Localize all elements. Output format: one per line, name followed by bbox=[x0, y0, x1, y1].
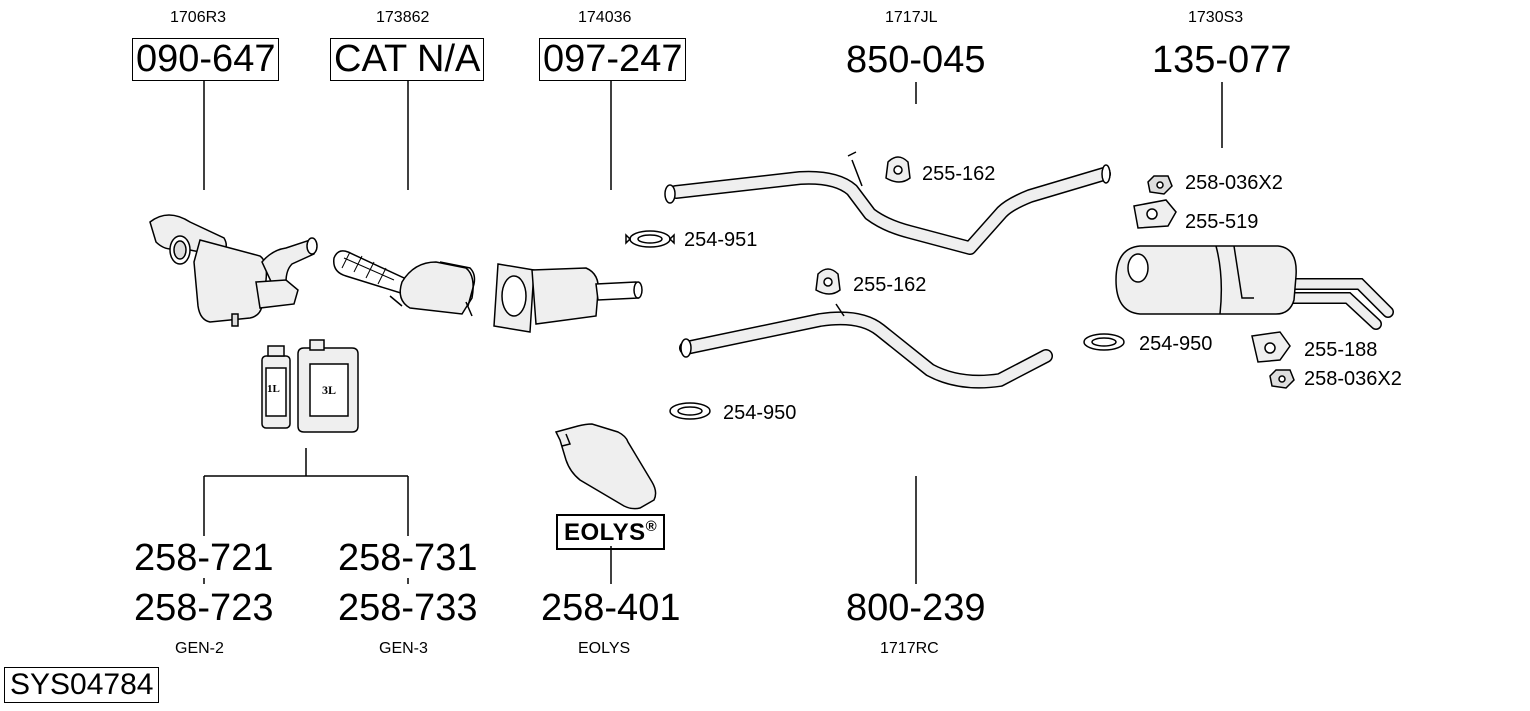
eolys-badge-mark: ® bbox=[645, 518, 658, 535]
hanger-255-188-icon bbox=[1251, 331, 1291, 363]
eolys-badge-text: EOLYS bbox=[564, 519, 646, 546]
hanger-255-188-label[interactable]: 255-188 bbox=[1304, 339, 1378, 361]
rear-part[interactable]: 135-077 bbox=[1152, 39, 1292, 81]
mid-pipe-illustration bbox=[664, 151, 1111, 255]
gen2-part1[interactable]: 258-721 bbox=[134, 537, 274, 579]
cat2-code: 173862 bbox=[376, 9, 430, 26]
gen3-code: GEN-3 bbox=[379, 640, 428, 657]
rear-silencer-illustration bbox=[1115, 245, 1394, 330]
nut-258-036-a-label[interactable]: 258-036X2 bbox=[1185, 172, 1283, 194]
cat3-part[interactable]: 097-247 bbox=[539, 38, 687, 81]
clamp-254-951-label[interactable]: 254-951 bbox=[684, 229, 758, 251]
cat2-part[interactable]: CAT N/A bbox=[330, 38, 485, 81]
gen3-part1[interactable]: 258-731 bbox=[338, 537, 478, 579]
hanger-255-519-icon bbox=[1133, 199, 1177, 229]
cat1-code: 1706R3 bbox=[170, 9, 227, 26]
fluid-can-small-label: 1L bbox=[267, 383, 280, 395]
hanger-255-162-a-label[interactable]: 255-162 bbox=[922, 163, 996, 185]
rear-code: 1730S3 bbox=[1188, 9, 1244, 26]
cat3-code: 174036 bbox=[578, 9, 632, 26]
front-pipe-illustration bbox=[679, 303, 1053, 389]
clamp-254-950-a-icon bbox=[1083, 333, 1125, 351]
front-pipe-code: 1717RC bbox=[880, 640, 939, 657]
hanger-255-162-b-icon bbox=[815, 268, 841, 295]
hanger-255-519-label[interactable]: 255-519 bbox=[1185, 211, 1259, 233]
hanger-255-162-a-icon bbox=[885, 156, 911, 183]
clamp-254-950-a-label[interactable]: 254-950 bbox=[1139, 333, 1213, 355]
gen2-part2[interactable]: 258-723 bbox=[134, 587, 274, 629]
eolys-bag-illustration bbox=[554, 423, 657, 510]
catalyst-3-illustration bbox=[493, 263, 643, 333]
hanger-255-162-b-label[interactable]: 255-162 bbox=[853, 274, 927, 296]
clamp-254-951-icon bbox=[625, 230, 675, 248]
front-pipe-part[interactable]: 800-239 bbox=[846, 587, 986, 629]
eolys-code: EOLYS bbox=[578, 640, 631, 657]
nut-258-036-a-icon bbox=[1147, 175, 1173, 195]
clamp-254-950-b-label[interactable]: 254-950 bbox=[723, 402, 797, 424]
gen3-part2[interactable]: 258-733 bbox=[338, 587, 478, 629]
nut-258-036-b-icon bbox=[1269, 369, 1295, 389]
fluid-can-small-icon bbox=[261, 345, 291, 429]
catalyst-1-illustration bbox=[149, 214, 318, 327]
fluid-can-large-label: 3L bbox=[322, 383, 337, 397]
cat1-part[interactable]: 090-647 bbox=[132, 38, 280, 81]
fluid-can-large-icon bbox=[297, 339, 359, 433]
leader-lines bbox=[203, 80, 1223, 584]
mid-pipe-code: 1717JL bbox=[885, 9, 938, 26]
mid-pipe-part[interactable]: 850-045 bbox=[846, 39, 986, 81]
gen2-code: GEN-2 bbox=[175, 640, 224, 657]
clamp-254-950-b-icon bbox=[669, 402, 711, 420]
eolys-badge: EOLYS® bbox=[556, 514, 666, 550]
catalyst-2-illustration bbox=[333, 250, 476, 317]
system-id: SYS04784 bbox=[4, 667, 160, 703]
nut-258-036-b-label[interactable]: 258-036X2 bbox=[1304, 368, 1402, 390]
eolys-part[interactable]: 258-401 bbox=[541, 587, 681, 629]
